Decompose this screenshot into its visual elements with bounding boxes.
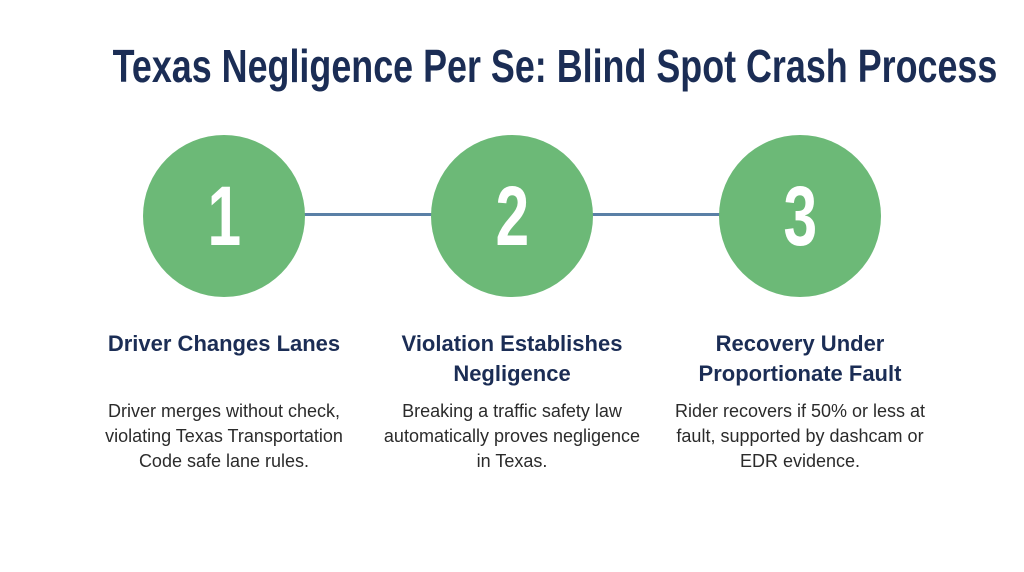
connector-line-2-3: [590, 213, 725, 216]
step-2-circle: 2: [431, 135, 593, 297]
step-1-number: 1: [207, 169, 241, 263]
step-3-number: 3: [783, 169, 817, 263]
connector-line-1-2: [300, 213, 435, 216]
step-3-title: Recovery Under Proportionate Fault: [698, 331, 902, 386]
step-2-number: 2: [495, 169, 529, 263]
step-1-title: Driver Changes Lanes: [107, 331, 341, 356]
step-3-description: Rider recovers if 50% or less at fault, …: [674, 401, 926, 471]
step-1-description: Driver merges without check, violating T…: [105, 401, 343, 471]
step-2-title: Violation Establishes Negligence: [401, 331, 623, 386]
page-title: Texas Negligence Per Se: Blind Spot Cras…: [112, 40, 998, 92]
step-1-circle: 1: [143, 135, 305, 297]
step-2-description: Breaking a traffic safety law automatica…: [383, 401, 641, 471]
step-3-circle: 3: [719, 135, 881, 297]
